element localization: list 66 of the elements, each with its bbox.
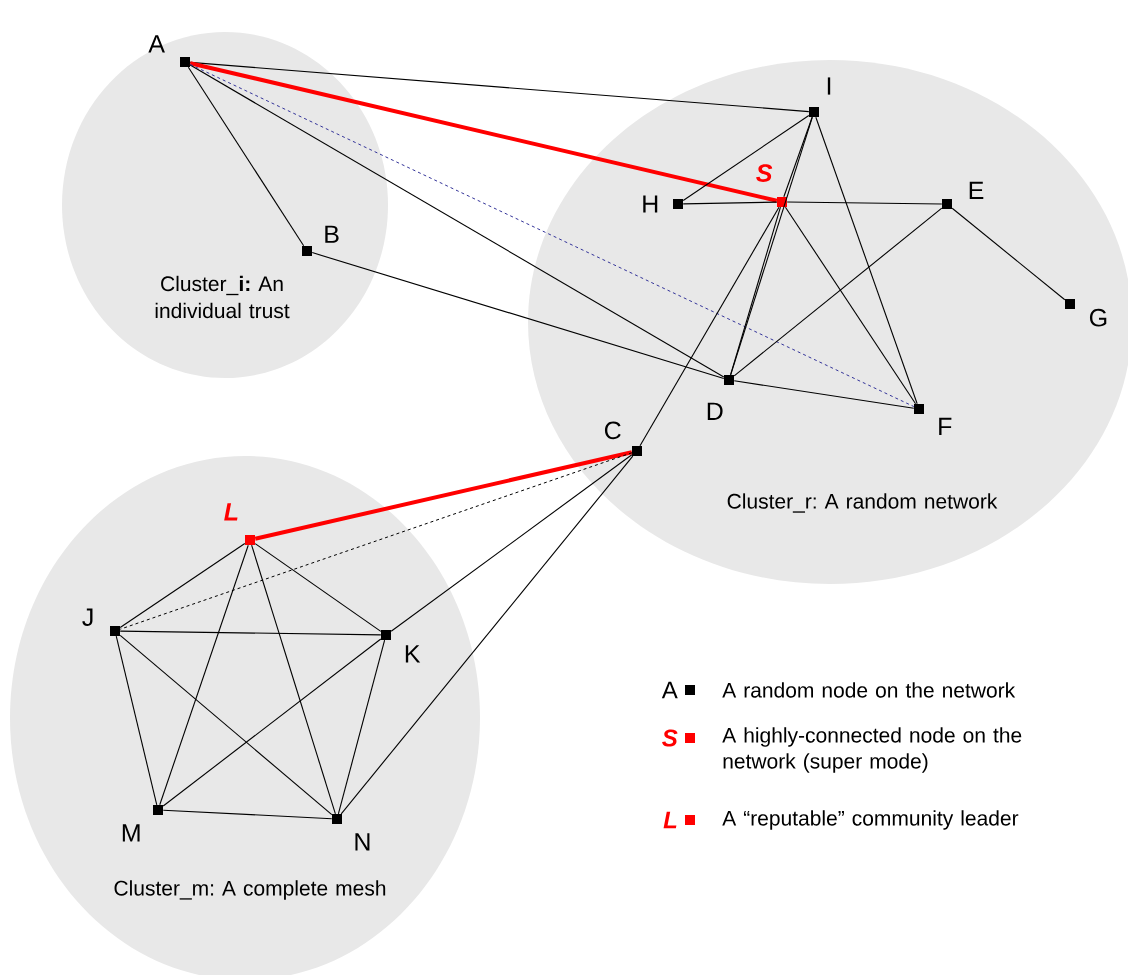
link-line (639, 206, 780, 447)
link-line (311, 252, 725, 379)
legend-text: A “reputable” community leader (722, 810, 1019, 830)
node-label: L (224, 503, 238, 521)
link-line (784, 206, 917, 405)
network-node: A (148, 35, 190, 67)
network-node: K (381, 630, 421, 663)
link-line (189, 61, 778, 203)
link-line (119, 634, 333, 816)
link-line (162, 809, 333, 820)
link-line (254, 450, 633, 541)
node-label: G (1089, 308, 1107, 327)
node-label: B (325, 225, 339, 243)
link-line (733, 207, 943, 377)
node-label: H (643, 195, 658, 213)
node-label: I (827, 77, 831, 95)
link-line (733, 380, 915, 409)
link-line (251, 544, 336, 815)
link-line (783, 116, 813, 198)
node-label: S (756, 164, 773, 182)
legend-letter: A (661, 681, 678, 699)
node-label: C (604, 421, 621, 440)
node-label: F (939, 417, 952, 436)
node-label: N (355, 833, 370, 851)
link-line (119, 452, 633, 630)
network-node: L (224, 503, 255, 545)
link-line (337, 639, 386, 815)
node-label: D (707, 402, 723, 420)
link-line (119, 630, 382, 636)
link-line (682, 114, 810, 202)
network-node: B (302, 225, 339, 256)
link-line (340, 455, 634, 815)
network-node: J (82, 608, 120, 636)
network-node: G (1065, 299, 1107, 327)
network-node: C (604, 421, 642, 456)
link-line (951, 207, 1066, 301)
legend-letter: S (662, 729, 678, 747)
node-label: E (969, 181, 984, 199)
network-node: H (643, 195, 683, 213)
link-line (815, 116, 918, 405)
link-line (189, 63, 915, 408)
legend-letter: L (663, 811, 677, 829)
legend-text: A random node on the network (722, 682, 1016, 698)
network-node: F (914, 404, 952, 436)
link-line (159, 544, 249, 806)
link-line (189, 64, 725, 378)
network-node: I (809, 77, 831, 117)
network-node: M (122, 805, 163, 842)
legend-text: A highly-connected node on the network (super mode) (722, 727, 1022, 773)
network-node: S (756, 164, 787, 207)
link-line (390, 454, 633, 632)
node-label: K (405, 645, 421, 663)
link-line (730, 206, 781, 376)
network-node: N (332, 814, 370, 851)
link-line (682, 201, 778, 205)
node-label: A (148, 35, 165, 53)
link-line (254, 543, 382, 632)
network-node: D (707, 375, 734, 420)
network-node: E (942, 181, 984, 209)
link-line (187, 66, 305, 247)
link-line (162, 638, 382, 807)
node-label: M (122, 824, 140, 842)
link-line (119, 542, 246, 629)
link-line (786, 201, 943, 205)
link-line (115, 635, 158, 806)
node-label: J (82, 608, 93, 626)
